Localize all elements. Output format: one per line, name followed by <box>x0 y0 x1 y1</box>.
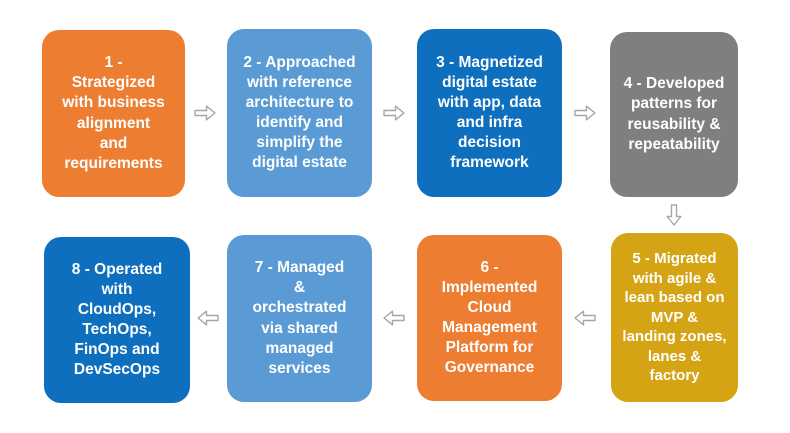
step-box-1: 1 - Strategized with business alignment … <box>42 30 185 197</box>
step-box-5: 5 - Migrated with agile & lean based on … <box>611 233 738 402</box>
step-box-7: 7 - Managed & orchestrated via shared ma… <box>227 235 372 402</box>
step-box-3: 3 - Magnetized digital estate with app, … <box>417 29 562 197</box>
block-arrow-left-icon <box>573 309 597 327</box>
step-box-4: 4 - Developed patterns for reusability &… <box>610 32 738 197</box>
block-arrow-right-icon <box>382 104 406 122</box>
block-arrow-right-icon <box>193 104 217 122</box>
step-box-8: 8 - Operated with CloudOps, TechOps, Fin… <box>44 237 190 403</box>
block-arrow-down-icon <box>665 203 683 227</box>
step-box-6: 6 - Implemented Cloud Management Platfor… <box>417 235 562 401</box>
block-arrow-left-icon <box>382 309 406 327</box>
step-box-2: 2 - Approached with reference architectu… <box>227 29 372 197</box>
block-arrow-left-icon <box>196 309 220 327</box>
block-arrow-right-icon <box>573 104 597 122</box>
